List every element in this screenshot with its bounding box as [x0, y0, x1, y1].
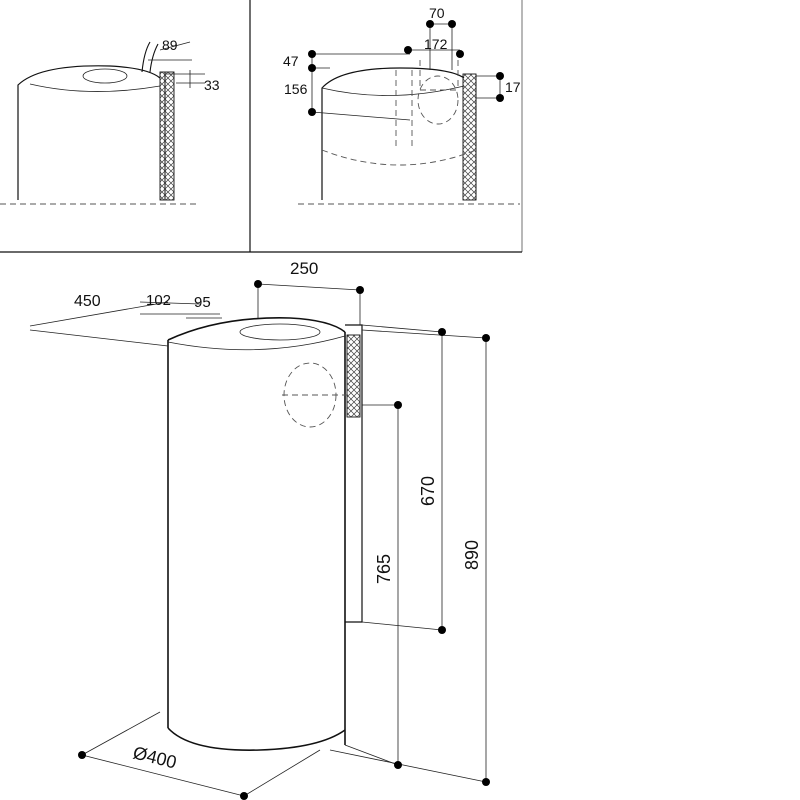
- dimension-lines-main: [29, 280, 487, 797]
- top-right-view: 70 172 47 156 17: [283, 5, 521, 205]
- main-view: 250 450 102 95 670 765 890 Ø400: [29, 259, 490, 800]
- dim-670: 670: [418, 476, 438, 506]
- dim-diameter-400: Ø400: [131, 742, 179, 772]
- side-grille: [346, 334, 361, 418]
- dim-172: 172: [424, 36, 448, 52]
- dim-890: 890: [462, 540, 482, 570]
- dim-765: 765: [374, 554, 394, 584]
- hood-cylinder-small-right: [321, 60, 477, 201]
- dim-33: 33: [204, 77, 220, 93]
- side-grille: [159, 71, 175, 201]
- dimension-points-right: [308, 20, 504, 116]
- dim-102: 102: [146, 292, 171, 309]
- dim-250: 250: [290, 259, 318, 278]
- dim-156: 156: [284, 81, 308, 97]
- top-left-view: 89 33: [0, 37, 220, 205]
- dim-70: 70: [429, 5, 445, 21]
- dim-17: 17: [505, 79, 521, 95]
- dim-450: 450: [74, 293, 101, 310]
- dimension-points-main: [78, 280, 490, 800]
- panel-frames: [0, 0, 523, 253]
- pipe-detail: [141, 41, 205, 88]
- dim-89: 89: [162, 37, 178, 53]
- side-grille: [462, 73, 477, 201]
- dim-47: 47: [283, 53, 299, 69]
- hood-cylinder-main: [167, 317, 363, 751]
- dim-95: 95: [194, 294, 211, 311]
- outlet-circle: [283, 362, 337, 428]
- hood-cylinder-small-left: [17, 65, 175, 201]
